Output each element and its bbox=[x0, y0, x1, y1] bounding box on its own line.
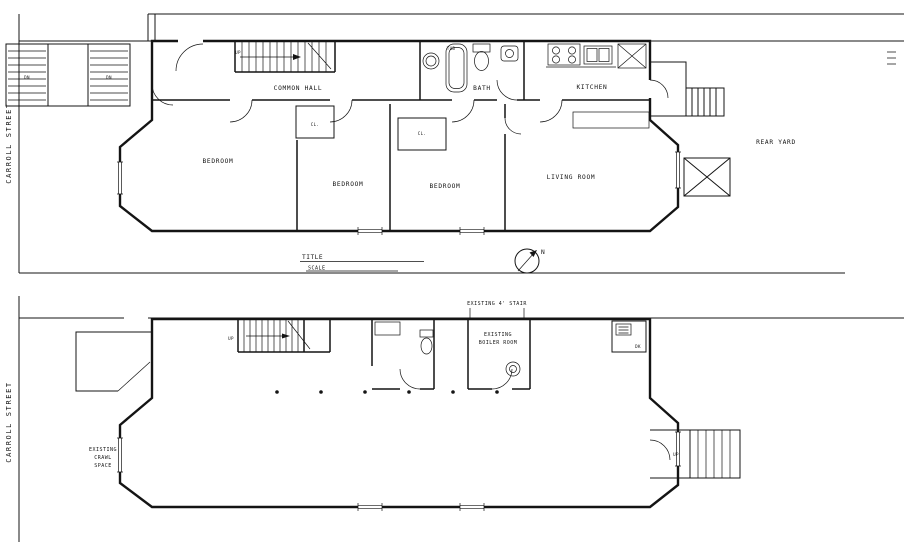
front-deck-outline bbox=[5, 43, 131, 107]
cellar-stair-treads bbox=[243, 319, 311, 352]
titleblock-rules bbox=[300, 261, 424, 272]
first-floor-plan: CARROLL STREET COMMON HALL BATH TUB KITC… bbox=[5, 13, 904, 274]
boiler-room-walls bbox=[467, 319, 531, 390]
title-label: TITLE bbox=[302, 254, 323, 261]
crawl-label-line1: EXISTING bbox=[89, 447, 117, 453]
cellar-stair-up-label: UP bbox=[228, 336, 234, 341]
refrigerator-icon bbox=[617, 43, 647, 69]
room-label-living: LIVING ROOM bbox=[547, 174, 596, 181]
closet-boxes bbox=[295, 105, 447, 151]
utility-counter bbox=[374, 321, 401, 336]
bath-sink-bowl-icon bbox=[505, 49, 514, 58]
rear-areaway-hatch bbox=[683, 157, 731, 197]
crawl-label-line2: CRAWL bbox=[94, 455, 112, 461]
utility-room-walls bbox=[371, 319, 435, 390]
living-builtin bbox=[572, 111, 650, 129]
front-note-label: EXISTING 4' STAIR bbox=[467, 301, 527, 307]
bath-sink-icon bbox=[500, 45, 519, 62]
burner-icon bbox=[552, 55, 560, 64]
room-label-bedroom-3: BEDROOM bbox=[430, 183, 461, 190]
boiler-label-line1: EXISTING bbox=[484, 332, 512, 338]
front-stoop-outline bbox=[75, 331, 152, 392]
bathtub-inner-icon bbox=[448, 47, 465, 89]
window-gaps-cellar bbox=[118, 432, 680, 509]
building-outline-cellar bbox=[118, 317, 680, 509]
column-dot bbox=[495, 390, 499, 394]
north-arrow-shaft bbox=[517, 252, 535, 272]
cellar-stair-walls bbox=[237, 319, 331, 353]
crawl-label-line3: SPACE bbox=[94, 463, 112, 469]
room-label-bath: BATH bbox=[473, 85, 491, 92]
scale-label: SCALE bbox=[308, 266, 326, 272]
boiler-inner-icon bbox=[509, 365, 517, 373]
margin-marks bbox=[887, 51, 896, 65]
deck-stair-treads bbox=[8, 50, 128, 101]
burner-icon bbox=[568, 55, 576, 64]
rear-yard-label: REAR YARD bbox=[756, 139, 796, 146]
north-label: N bbox=[541, 249, 545, 256]
dumbwaiter-grate-icon bbox=[615, 323, 632, 336]
street-label: CARROLL STREET bbox=[5, 102, 13, 183]
room-label-common-hall: COMMON HALL bbox=[274, 85, 323, 92]
column-dot bbox=[451, 390, 455, 394]
door-arcs-first-floor bbox=[151, 43, 669, 135]
rear-stair-up-label: UP bbox=[673, 452, 679, 457]
room-label-bedroom-1: BEDROOM bbox=[203, 158, 234, 165]
dumbwaiter-box bbox=[611, 320, 647, 353]
closet-label-1: CL. bbox=[311, 122, 319, 127]
wc-tank-icon bbox=[419, 329, 434, 338]
room-label-bedroom-2: BEDROOM bbox=[333, 181, 364, 188]
column-dot bbox=[319, 390, 323, 394]
deck-dn-label-2: DN bbox=[106, 75, 112, 80]
column-dot bbox=[275, 390, 279, 394]
front-note-ticks bbox=[469, 308, 525, 318]
dumbwaiter-grate-lines bbox=[618, 326, 629, 334]
hall-stair-treads bbox=[241, 41, 332, 72]
building-outline-first-floor bbox=[118, 39, 680, 233]
stove-icon bbox=[547, 43, 581, 66]
interior-walls-first-floor bbox=[152, 41, 650, 231]
rear-extension-door-arc bbox=[649, 439, 671, 461]
lavatory-bowl-icon bbox=[425, 55, 437, 67]
stair-up-label: UP bbox=[235, 50, 241, 55]
refrigerator-hatch bbox=[617, 43, 647, 69]
street-label-cellar: CARROLL STREET bbox=[5, 381, 13, 462]
north-arrowhead bbox=[529, 250, 537, 257]
rear-extension-outline bbox=[650, 429, 741, 479]
lavatory-icon bbox=[422, 52, 440, 70]
bathtub-icon bbox=[445, 43, 468, 93]
boiler-label-line2: BOILER ROOM bbox=[479, 340, 518, 346]
burner-icon bbox=[552, 46, 560, 55]
hall-stair-arrowhead bbox=[293, 54, 301, 60]
dumbwaiter-label: DK bbox=[635, 344, 641, 349]
burner-icon bbox=[568, 46, 576, 55]
wc-bowl-icon bbox=[420, 337, 433, 355]
cellar-plan: CARROLL STREET EXISTING 4' STAIR UP EXIS… bbox=[5, 296, 904, 542]
stoop-door-leaf bbox=[117, 361, 151, 392]
room-label-kitchen: KITCHEN bbox=[577, 84, 608, 91]
windows-first-floor bbox=[117, 151, 681, 235]
rear-extension-treads bbox=[697, 430, 731, 478]
rear-porch-stair bbox=[650, 61, 725, 117]
window-gaps-first-floor bbox=[118, 152, 680, 233]
cellar-stair-arrowhead bbox=[282, 333, 290, 339]
utility-door-arc bbox=[399, 368, 421, 390]
kitchen-sink-bowl-icon bbox=[586, 48, 598, 62]
tub-label: TUB bbox=[447, 46, 456, 51]
kitchen-sink-bowl-icon bbox=[598, 48, 610, 62]
kitchen-sink-icon bbox=[583, 45, 613, 65]
closet-label-2: CL. bbox=[418, 131, 426, 136]
boiler-icon bbox=[505, 361, 521, 377]
windows-cellar bbox=[117, 431, 681, 511]
column-dot bbox=[407, 390, 411, 394]
north-arrow-icon bbox=[514, 248, 540, 274]
deck-dn-label-1: DN bbox=[24, 75, 30, 80]
column-dot bbox=[363, 390, 367, 394]
toilet-tank-icon bbox=[472, 43, 491, 53]
boiler-door-arc bbox=[491, 368, 513, 390]
toilet-bowl-icon bbox=[474, 51, 489, 71]
